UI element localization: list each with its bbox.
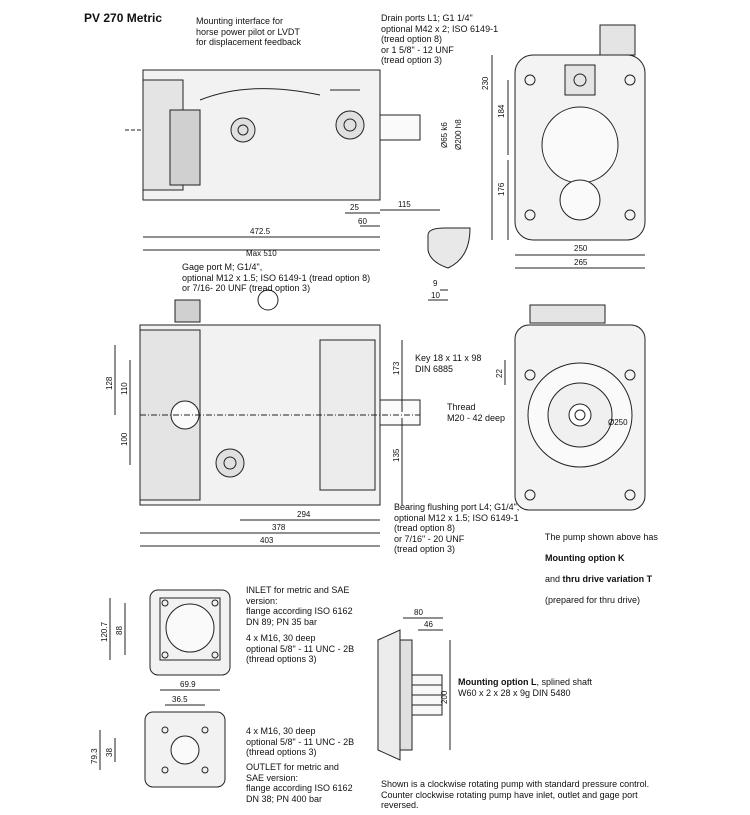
dim-378: 378 [272, 523, 286, 532]
outlet-callout: OUTLET for metric and SAE version: flang… [246, 762, 353, 804]
dim-173: 173 [392, 361, 401, 375]
dim-69: 69.9 [180, 680, 196, 689]
top-side-view [125, 69, 471, 301]
pump-note-prepared: (prepared for thru drive) [545, 594, 641, 605]
dim-294: 294 [297, 510, 311, 519]
dim-80: 80 [414, 608, 423, 617]
bearing-flushing-callout: Bearing flushing port L4; G1/4", optiona… [394, 502, 520, 554]
dim-176: 176 [497, 182, 506, 196]
top-end-view [491, 24, 646, 269]
dim-46: 46 [424, 620, 433, 629]
dim-100: 100 [120, 432, 129, 446]
dim-38: 38 [105, 748, 114, 757]
dim-22: 22 [495, 369, 504, 378]
mounting-option-l-callout: Mounting option L, splined shaft W60 x 2… [458, 677, 592, 698]
pump-note-option-k: Mounting option K [545, 552, 625, 563]
dim-9: 9 [433, 279, 438, 288]
mounting-option-l-text: , splined shaft W60 x 2 x 28 x 9g DIN 54… [458, 677, 593, 698]
dim-110: 110 [120, 382, 129, 395]
dim-88: 88 [115, 626, 124, 635]
dim-36: 36.5 [172, 695, 188, 704]
dim-65: Ø65 k6 [440, 122, 449, 148]
pump-note-line1: The pump shown above has [544, 531, 658, 542]
inlet-flange-view [109, 589, 231, 691]
dim-115: 115 [398, 200, 411, 209]
dim-184: 184 [497, 104, 506, 118]
inlet-callout: INLET for metric and SAE version: flange… [246, 585, 353, 627]
middle-end-view [504, 304, 646, 511]
dim-200h8: Ø200 h8 [454, 119, 463, 150]
mounting-interface-callout: Mounting interface for horse power pilot… [196, 16, 302, 47]
splined-shaft-view [377, 617, 451, 761]
drawing-title: PV 270 Metric [84, 11, 163, 25]
dim-230: 230 [481, 76, 490, 90]
dim-250-circle: Ø250 [608, 418, 628, 427]
dim-403: 403 [260, 536, 274, 545]
rotation-footnote: Shown is a clockwise rotating pump with … [381, 779, 650, 810]
thread-callout: Thread M20 - 42 deep [447, 402, 506, 423]
dim-128: 128 [105, 376, 114, 390]
pump-note-and: and [545, 573, 563, 584]
dim-135: 135 [392, 448, 401, 462]
outlet-threads-callout: 4 x M16, 30 deep optional 5/8" - 11 UNC … [246, 726, 355, 757]
dim-25: 25 [350, 203, 359, 212]
dim-10: 10 [431, 291, 440, 300]
dim-250: 250 [574, 244, 588, 253]
key-callout: Key 18 x 11 x 98 DIN 6885 [415, 353, 482, 374]
dim-200: 200 [440, 690, 449, 704]
dim-510: Max 510 [246, 249, 277, 258]
outlet-flange-view [99, 704, 226, 788]
dim-265: 265 [574, 258, 588, 267]
inlet-threads-callout: 4 x M16, 30 deep optional 5/8" - 11 UNC … [246, 633, 355, 664]
mounting-option-l-title: Mounting option L [458, 677, 537, 687]
middle-side-view [114, 289, 421, 547]
gage-port-callout: Gage port M; G1/4", optional M12 x 1.5; … [182, 262, 371, 293]
dim-60: 60 [358, 217, 367, 226]
pump-note-thru-drive: thru drive variation T [562, 573, 653, 584]
dim-472: 472.5 [250, 227, 271, 236]
dim-79: 79.3 [90, 748, 99, 764]
drain-ports-callout: Drain ports L1; G1 1/4" optional M42 x 2… [381, 13, 499, 65]
pump-note: The pump shown above has Mounting option… [540, 521, 658, 605]
dim-120: 120.7 [100, 621, 109, 642]
